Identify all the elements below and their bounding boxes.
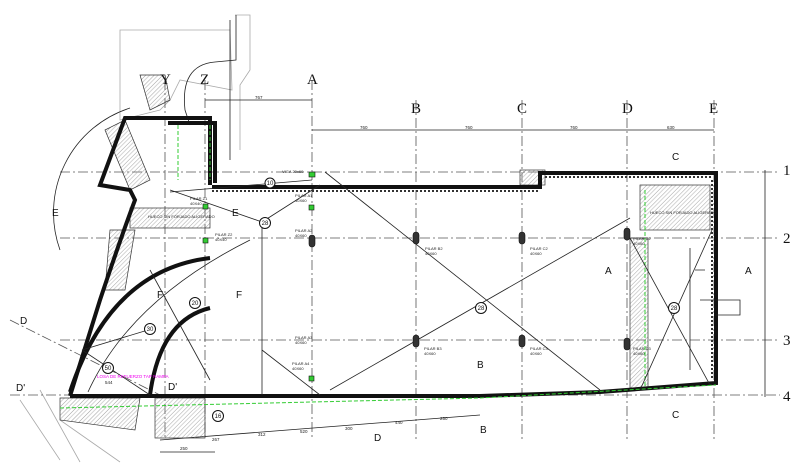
slab-marker: 20 [189,297,201,309]
axis-label-1: 1 [783,163,791,179]
note-forjado-right: HUECO SIN FORJADO ALIGERADO [650,210,717,215]
axis-label-y: Y [160,72,171,88]
axis-label-b: B [411,101,421,117]
axis-label-c: C [517,101,527,117]
section-c-top: C [672,152,679,163]
slab-marker: 10 [264,177,276,189]
slab-marker: 28 [259,217,271,229]
section-e-left: E [52,208,59,219]
slab-marker: 16 [212,410,224,422]
section-b-top: B [477,360,484,371]
svg-text:28: 28 [262,221,269,227]
svg-text:28: 28 [478,306,485,312]
axis-label-d: D [622,101,633,117]
svg-text:16: 16 [215,414,222,420]
slab-diagonals [81,171,713,396]
dim-bottom-5: 300 [345,426,353,431]
dim-a-b: 760 [360,125,368,130]
section-b-bottom: B [480,425,487,436]
section-c-bottom: C [672,410,679,421]
dim-d-e: 630 [667,125,675,130]
walls [59,20,741,409]
dim-b-c: 760 [465,125,473,130]
dim-bottom-4: 520 [300,429,308,434]
axis-labels: Y Z A B C D E 1 2 3 4 [160,72,791,405]
svg-text:50: 50 [105,366,112,372]
slab-marker: 30 [144,323,156,335]
dim-bottom-6: 440 [395,420,403,425]
svg-text:28: 28 [671,306,678,312]
svg-text:20: 20 [192,301,199,307]
dimension-lines [53,99,766,453]
section-a-left: A [605,266,612,277]
dim-c-d: 760 [570,125,578,130]
notes: HUECO SIN FORJADO ALIGERADO HUECO SIN FO… [97,169,717,379]
section-d-prime-left: D' [16,383,25,394]
axis-label-4: 4 [783,389,791,405]
section-a-right: A [745,266,752,277]
note-viga: VIGA 20x60 [282,169,304,174]
axis-label-a: A [307,72,318,88]
site-context [19,14,251,463]
slab-marker: 28 [668,302,680,314]
dim-bottom-1: 250 [180,446,188,451]
section-f-left: F [157,290,163,301]
grid-lines [9,80,780,440]
slab-markers: 28 28 28 20 30 50 16 10 [102,177,680,422]
dim-z-a: 767 [255,95,263,100]
note-ramp: LOSA DE REFUERZO TAP RAMPA [97,374,169,379]
axis-label-e: E [709,101,718,117]
svg-text:30: 30 [147,327,154,333]
axis-label-z: Z [200,72,209,88]
pillars [202,171,631,382]
slab-marker: 50 [102,362,114,374]
dim-left: 544 [105,380,113,385]
section-d-prime-right: D' [168,382,177,393]
axis-label-2: 2 [783,231,791,247]
note-forjado-left: HUECO SIN FORJADO ALIGERADO [148,214,215,219]
dim-bottom-3: 312 [258,432,266,437]
section-e-right: E [232,208,239,219]
dimension-texts: 767 760 760 760 630 250 267 312 520 300 … [105,95,675,451]
section-d-top: D [20,316,27,327]
axis-label-3: 3 [783,333,791,349]
dim-bottom-7: 250 [440,416,448,421]
section-f-right: F [236,290,242,301]
section-markers: E E F F D D D' D' A A B B C C [16,152,752,444]
section-d-bottom: D [374,433,381,444]
svg-text:10: 10 [267,181,274,187]
dim-bottom-2: 267 [212,437,220,442]
slab-marker: 28 [475,302,487,314]
